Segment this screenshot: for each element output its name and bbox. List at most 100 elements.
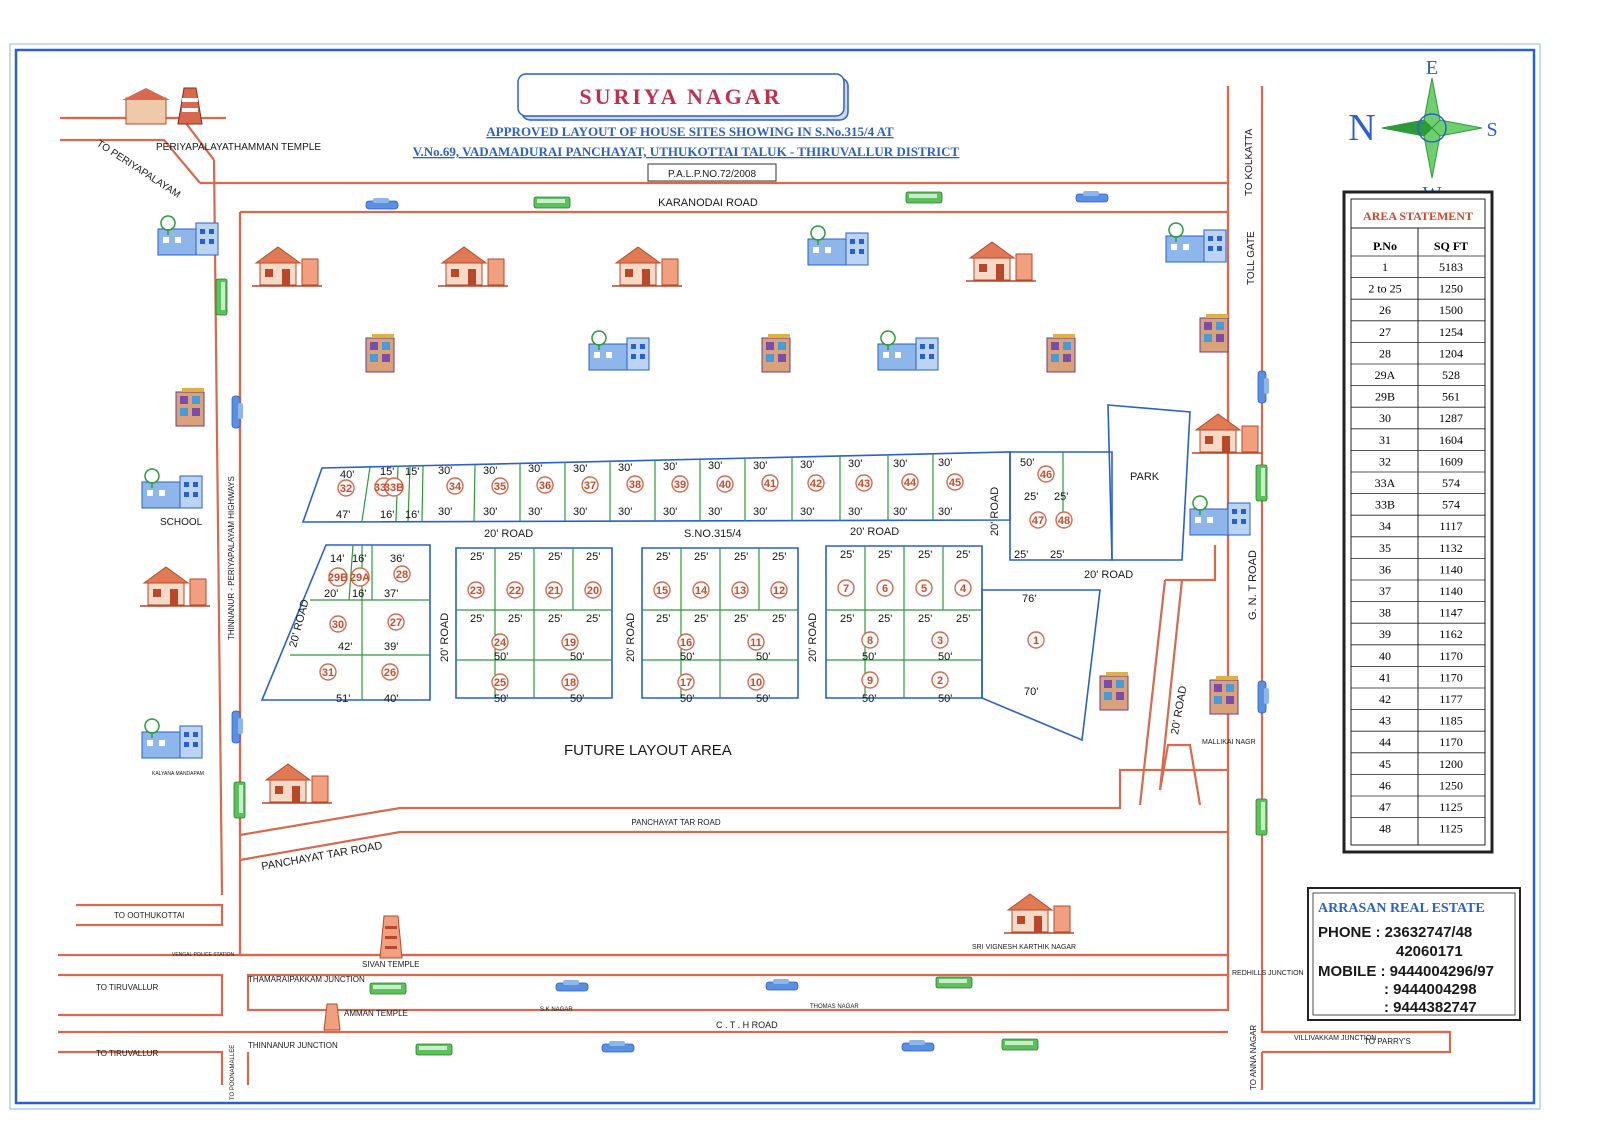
approval-number: P.A.L.P.NO.72/2008 [668, 169, 756, 180]
gnt-road-label: G. N. T ROAD [1247, 550, 1259, 620]
title-line1: APPROVED LAYOUT OF HOUSE SITES SHOWING I… [486, 124, 894, 139]
plot-number: 17 [680, 677, 692, 689]
plot-marker [915, 579, 933, 597]
plot-number: 29A [350, 572, 370, 584]
svg-text:25': 25' [840, 613, 854, 625]
area-row-pno: 44 [1379, 735, 1391, 749]
svg-text:70': 70' [1024, 686, 1038, 698]
area-row-sqft: 574 [1442, 476, 1460, 490]
svg-text:30': 30' [438, 506, 452, 518]
amman-temple-icon [323, 1003, 341, 1031]
svg-text:25': 25' [918, 613, 932, 625]
bus-icon [369, 982, 407, 995]
company-name: ARRASAN REAL ESTATE [1318, 901, 1485, 916]
plot-marker [1037, 465, 1055, 483]
plot-number: 39 [674, 479, 686, 491]
sivan-temple-label: SIVAN TEMPLE [362, 960, 420, 969]
landmark-icons: PERIYAPALAYATHAMMAN TEMPLE SCHOOL MALLIK… [122, 87, 1376, 1056]
plot-marker [876, 579, 894, 597]
bus-icon [905, 191, 943, 204]
to-parrys-label: TO PARRY'S [1364, 1037, 1411, 1046]
svg-text:50': 50' [494, 651, 508, 663]
plot-marker [467, 581, 485, 599]
plot-number: 34 [449, 481, 462, 493]
svg-text:50': 50' [756, 651, 770, 663]
car-icon [231, 395, 244, 429]
svg-text:30': 30' [938, 506, 952, 518]
apartment-icon [1209, 675, 1239, 715]
vignesh-label: SRI VIGNESH KARTHIK NAGAR [972, 944, 1076, 951]
sk-nagar-label: S.K NAGAR [540, 1007, 573, 1013]
area-row-pno: 1 [1382, 260, 1388, 274]
area-row-sqft: 1250 [1439, 778, 1463, 792]
area-row-pno: 48 [1379, 822, 1391, 836]
building-icon [1165, 222, 1227, 263]
plot-number: 4 [960, 583, 967, 595]
building-icon [1189, 495, 1251, 536]
cth-road-label: C . T . H ROAD [716, 1020, 778, 1030]
plot-number: 36 [539, 480, 551, 492]
svg-text:36': 36' [390, 553, 404, 565]
area-row-pno: 35 [1379, 541, 1391, 555]
svg-text:30': 30' [483, 506, 497, 518]
compass: E W N S [1348, 57, 1497, 205]
plot-marker [506, 581, 524, 599]
plot-number: 10 [750, 677, 762, 689]
plot-number: 6 [882, 583, 888, 595]
to-poonamallee-label: TO POONAMALLEE [230, 1045, 236, 1100]
plot-number: 23 [470, 585, 482, 597]
svg-text:40': 40' [340, 469, 354, 481]
road-20-top2-label: 20' ROAD [850, 526, 899, 538]
plot-marker [770, 581, 788, 599]
plot-number: 13 [734, 585, 746, 597]
plot-number: 12 [773, 585, 785, 597]
contact-box: ARRASAN REAL ESTATE PHONE : 23632747/48 … [1307, 887, 1521, 1021]
area-row-sqft: 528 [1442, 368, 1460, 382]
plot-marker [731, 581, 749, 599]
area-row-sqft: 1125 [1439, 800, 1463, 814]
plot-number: 27 [390, 617, 402, 629]
plot-number: 43 [858, 478, 870, 490]
plot-marker [931, 631, 949, 649]
svg-text:30': 30' [800, 459, 814, 471]
plot-number: 11 [750, 637, 762, 649]
highways-label: THINNANUR - PERIYAPALAYAM HIGHWAYS [227, 476, 236, 640]
phone-label: PHONE : 23632747/48 [1318, 924, 1472, 941]
area-row-sqft: 1140 [1439, 584, 1463, 598]
to-oothukottai-label: TO OOTHUKOTTAI [114, 911, 184, 920]
svg-text:25': 25' [734, 551, 748, 563]
area-row-pno: 45 [1379, 757, 1391, 771]
area-row-pno: 33B [1375, 498, 1395, 512]
area-row-pno: 2 to 25 [1368, 282, 1401, 296]
area-row-sqft: 574 [1442, 498, 1460, 512]
plot-number: 44 [904, 477, 917, 489]
plot-number: 28 [396, 569, 408, 581]
redhills-label: REDHILLS JUNCTION [1232, 970, 1304, 977]
house-icon [139, 566, 211, 607]
area-row-sqft: 1140 [1439, 562, 1463, 576]
area-row-pno: 36 [1379, 562, 1391, 576]
svg-text:50': 50' [862, 693, 876, 705]
plot-number: 22 [509, 585, 521, 597]
plot-marker [1055, 511, 1073, 529]
svg-text:25': 25' [956, 613, 970, 625]
plot-number: 21 [548, 585, 560, 597]
mobile-label: MOBILE : 9444004296/97 [1318, 963, 1494, 980]
mobile-tertiary: : 9444382747 [1384, 999, 1477, 1016]
area-row-sqft: 1500 [1439, 303, 1463, 317]
plot-number: 41 [764, 478, 776, 490]
panchayat-road-center: PANCHAYAT TAR ROAD [631, 818, 720, 827]
svg-text:50': 50' [862, 651, 876, 663]
area-row-sqft: 1147 [1439, 606, 1463, 620]
svg-text:30': 30' [893, 506, 907, 518]
car-icon [231, 710, 244, 744]
plot-number: 5 [921, 583, 927, 595]
area-row-sqft: 1287 [1439, 411, 1463, 425]
svg-text:25': 25' [840, 549, 854, 561]
car-icon [555, 979, 589, 992]
svg-text:25': 25' [918, 549, 932, 561]
bus-icon [233, 781, 246, 819]
area-row-pno: 47 [1379, 800, 1391, 814]
svg-text:25': 25' [548, 551, 562, 563]
area-row-pno: 29A [1375, 368, 1396, 382]
